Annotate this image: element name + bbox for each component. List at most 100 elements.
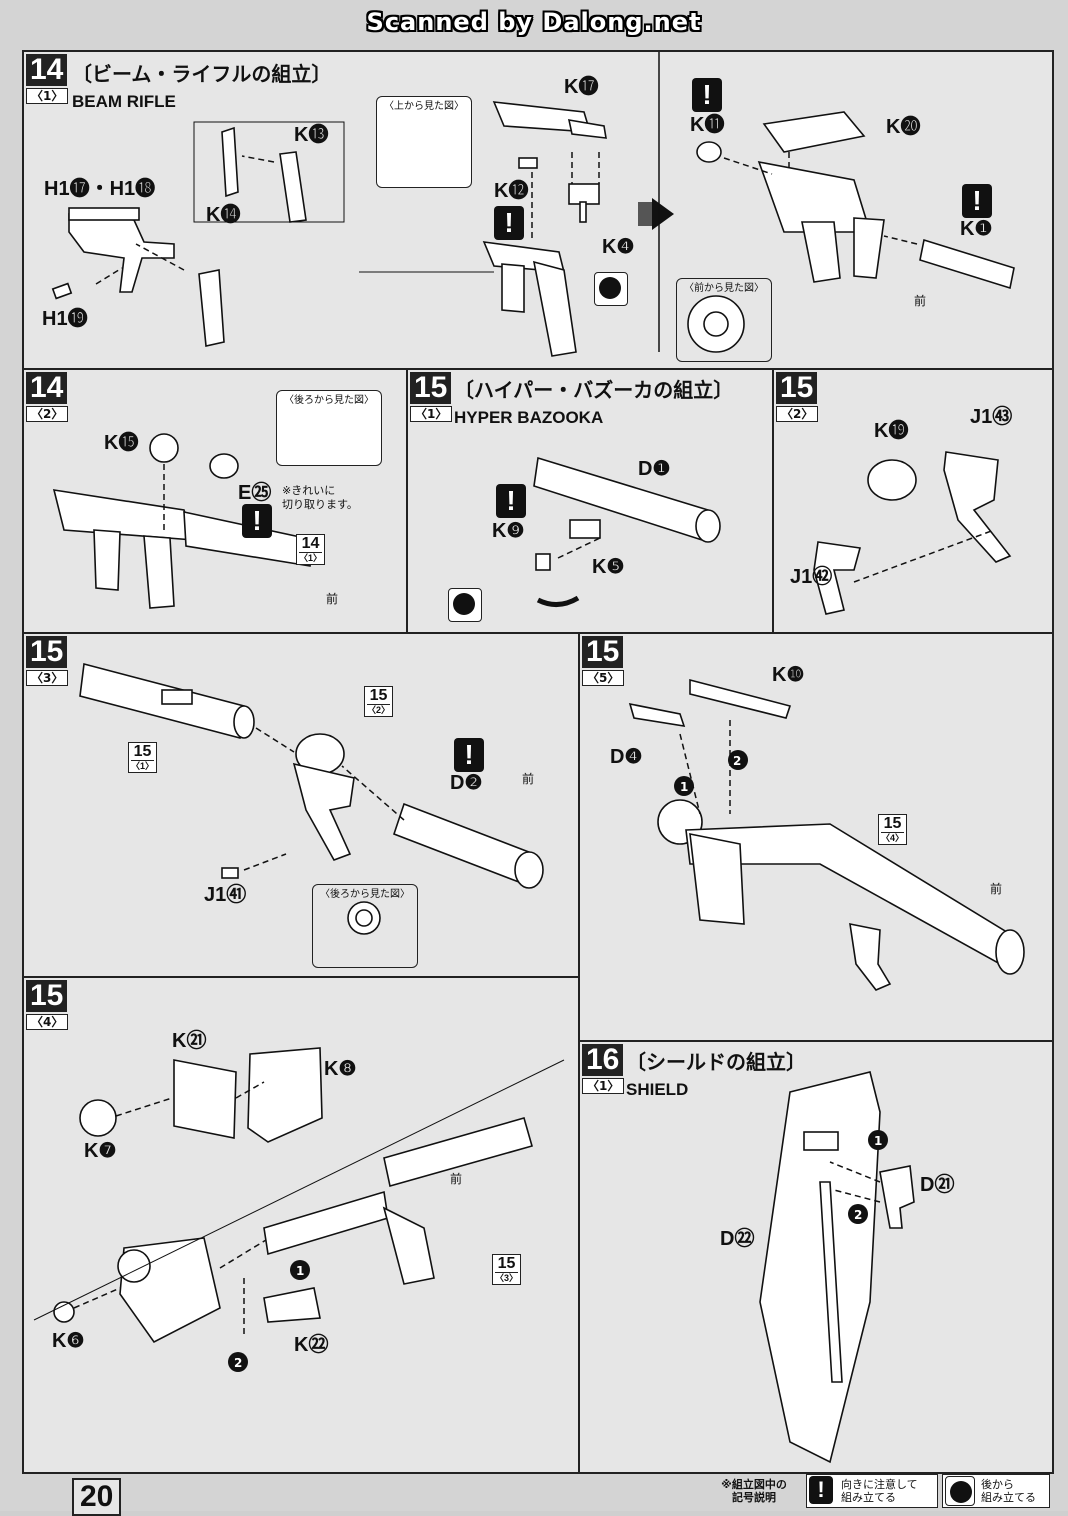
ref-sub: 〈2〉 <box>367 704 391 715</box>
cut-note-line1: ※きれいに <box>282 484 336 497</box>
svg-text:1: 1 <box>296 1264 304 1278</box>
front-indicator: 前 <box>990 882 1003 896</box>
part-label: K❹ <box>602 236 635 258</box>
step-reference: 14〈1〉 <box>296 534 326 565</box>
legend-heading-line2: 記号説明 <box>732 1491 776 1504</box>
part-label: K❿ <box>772 664 805 686</box>
top-view-box: 〈上から見た図〉 <box>376 96 472 188</box>
step-15-4-panel: 1 2 15 〈4〉 K㉑ K❽ K❼ K❻ K㉒ 15〈3〉 前 <box>24 978 580 1472</box>
part-label: D㉑ <box>920 1174 955 1196</box>
bazooka-grip-diagram <box>813 451 1012 615</box>
part-label: K❾ <box>492 520 525 542</box>
part-label: J1㊷ <box>790 566 833 588</box>
step-sub: 〈1〉 <box>582 1078 625 1094</box>
top-view-caption: 〈上から見た図〉 <box>384 101 464 112</box>
step-title-en: SHIELD <box>626 1080 689 1099</box>
step-number: 15 <box>26 636 68 668</box>
back-view-box: 〈後ろから見た図〉 <box>276 390 382 466</box>
step-title-jp: 〔ビーム・ライフルの組立〕 <box>72 62 332 86</box>
step-reference: 15〈1〉 <box>128 742 158 773</box>
back-view-caption: 〈後ろから見た図〉 <box>320 889 410 900</box>
legend-back-line2: 組み立てる <box>981 1491 1036 1504</box>
legend-heading: ※組立図中の 記号説明 <box>706 1474 802 1508</box>
legend-heading-line1: ※組立図中の <box>721 1478 787 1491</box>
part-label: H1⓳ <box>42 308 88 330</box>
step-15-2-panel: 15 〈2〉 K⓳ J1㊸ J1㊷ <box>774 370 1052 634</box>
part-label: K❼ <box>84 1140 117 1162</box>
back-assemble-icon <box>945 1476 975 1506</box>
part-label: K⓭ <box>294 124 329 146</box>
part-label: K⓳ <box>874 420 909 442</box>
back-view-box: 〈後ろから見た図〉 <box>312 884 418 968</box>
step-number: 15 <box>410 372 452 404</box>
part-label: K❶ <box>960 218 993 240</box>
svg-text:1: 1 <box>874 1134 882 1148</box>
cut-note-line2: 切り取ります。 <box>282 498 358 511</box>
step-sub: 〈2〉 <box>26 406 69 422</box>
cut-note: ※きれいに切り取ります。 <box>282 484 358 512</box>
step-reference: 15〈4〉 <box>878 814 908 845</box>
part-label: D❶ <box>638 458 671 480</box>
step-title-jp: 〔シールドの組立〕 <box>626 1050 806 1074</box>
back-assemble-icon <box>594 272 628 306</box>
step-number: 15 <box>26 980 68 1012</box>
step-15-5-panel: 2 1 15 〈5〉 K❿ D❹ 15〈4〉 前 <box>580 634 1052 1042</box>
part-label: D㉒ <box>720 1228 755 1250</box>
ref-step: 15 <box>133 743 152 760</box>
ref-step: 15 <box>497 1255 516 1272</box>
back-assemble-icon <box>448 588 482 622</box>
part-label: H1⓱・H1⓲ <box>44 178 156 200</box>
part-label: K㉑ <box>172 1030 207 1052</box>
step-title-jp: 〔ハイパー・バズーカの組立〕 <box>454 378 734 402</box>
caution-icon: ! <box>454 738 484 772</box>
step-title-en: HYPER BAZOOKA <box>454 408 604 427</box>
step-sub: 〈1〉 <box>410 406 453 422</box>
front-indicator: 前 <box>326 592 339 606</box>
front-view-box: 〈前から見た図〉 <box>676 278 772 362</box>
step-sub: 〈3〉 <box>26 670 69 686</box>
page-number: 20 <box>72 1478 122 1516</box>
part-label: K⓴ <box>886 116 921 138</box>
step-sub: 〈5〉 <box>582 670 625 686</box>
part-label: K❽ <box>324 1058 357 1080</box>
svg-text:2: 2 <box>733 754 741 768</box>
shield-diagram: 1 2 <box>759 1071 915 1464</box>
front-view-caption: 〈前から見た図〉 <box>684 283 764 294</box>
part-label: E㉕ <box>238 482 272 504</box>
ref-step: 14 <box>301 535 320 552</box>
step-number: 15 <box>776 372 818 404</box>
ref-sub: 〈3〉 <box>495 1272 519 1283</box>
svg-text:1: 1 <box>680 780 688 794</box>
ref-sub: 〈1〉 <box>131 760 155 771</box>
step-sub: 〈4〉 <box>26 1014 69 1030</box>
step-number: 14 <box>26 54 68 86</box>
part-label: K⓱ <box>564 76 599 98</box>
step-14-1-panel: 14 〈1〉 〔ビーム・ライフルの組立〕 BEAM RIFLE K⓭ K⓮ H1… <box>24 52 1052 370</box>
legend-back: 後から 組み立てる <box>942 1474 1050 1508</box>
legend-caution: ! 向きに注意して 組み立てる <box>806 1474 938 1508</box>
bazooka-final-diagram: 2 1 <box>628 678 1025 991</box>
part-label: K❻ <box>52 1330 85 1352</box>
symbol-legend: ※組立図中の 記号説明 ! 向きに注意して 組み立てる 後から 組み立てる <box>706 1474 1050 1508</box>
bazooka-magazine-diagram: 1 2 <box>33 1047 565 1372</box>
step-number: 14 <box>26 372 68 404</box>
svg-text:2: 2 <box>234 1356 242 1370</box>
part-label: K⓮ <box>206 204 241 226</box>
step-number: 16 <box>582 1044 624 1076</box>
part-label: K⓬ <box>494 180 529 202</box>
legend-back-line1: 後から <box>981 1478 1014 1491</box>
step-sub: 〈1〉 <box>26 88 69 104</box>
caution-icon: ! <box>809 1476 833 1504</box>
step-number: 15 <box>582 636 624 668</box>
front-indicator: 前 <box>450 1172 463 1186</box>
caution-icon: ! <box>494 206 524 240</box>
step-title-en: BEAM RIFLE <box>72 92 176 111</box>
caution-icon: ! <box>496 484 526 518</box>
instruction-frame: 14 〈1〉 〔ビーム・ライフルの組立〕 BEAM RIFLE K⓭ K⓮ H1… <box>22 50 1054 1474</box>
ref-sub: 〈4〉 <box>881 832 905 843</box>
part-label: K⓫ <box>690 114 725 136</box>
caution-icon: ! <box>962 184 992 218</box>
part-label: K㉒ <box>294 1334 329 1356</box>
part-label: D❹ <box>610 746 643 768</box>
